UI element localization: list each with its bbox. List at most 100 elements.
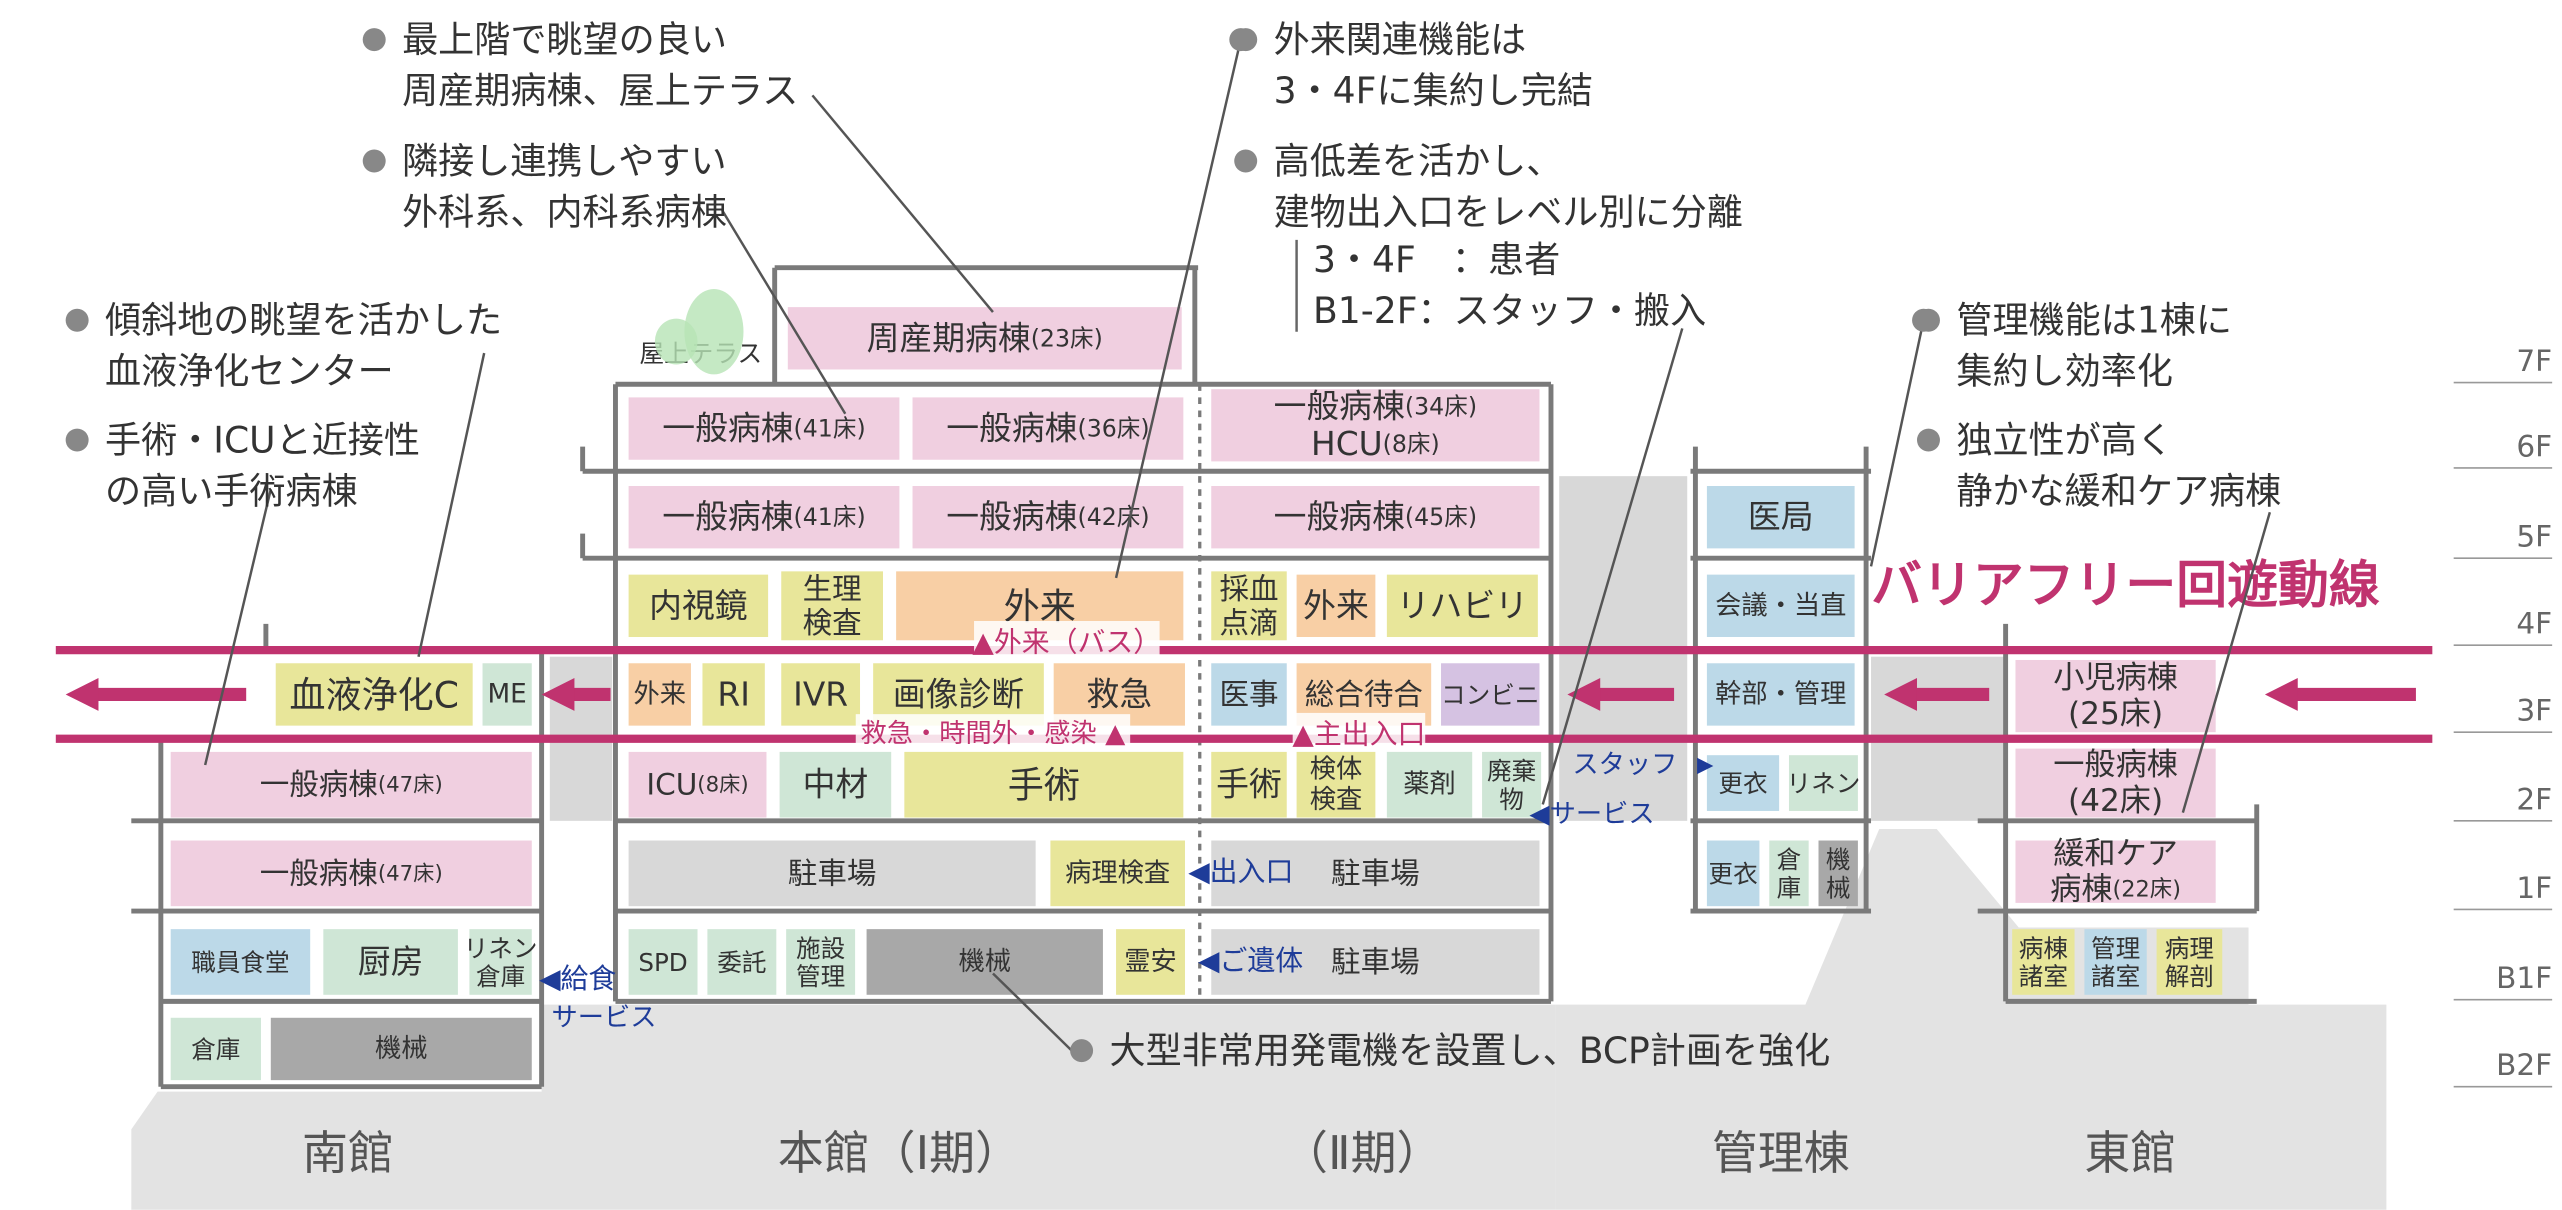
room-label: 病理 [2165,933,2214,962]
callout-line: の高い手術病棟 [105,469,358,512]
room-fill [2156,929,2223,995]
room-label: リネン [464,933,538,962]
room-me-room: ME [482,663,532,726]
room-label: 検査 [1310,785,1363,815]
room-ivr: IVR [781,663,861,726]
room-label: 更衣 [1718,769,1767,798]
room-label: 倉庫 [476,962,525,991]
room-fill [628,574,769,638]
room-label: 諸室 [2091,962,2140,991]
entrance-emergency-entrance: 救急・時間外・感染 ▲ [861,719,1127,749]
room-label: 生理 [803,572,862,606]
bullet-dot [1916,428,1940,452]
room-perinatal-ward: 周産期病棟(23床) [787,307,1182,370]
room-fill [2015,840,2216,903]
room-fill [904,751,1184,818]
entrance-exit-entrance: ◀出入口 [1188,855,1293,888]
callout-line: B1-2F：スタッフ・搬入 [1313,289,1706,332]
room-outpatient-4f-2: 外来 [1296,574,1376,638]
callout-line: 独立性が高く [1956,419,2173,462]
room-pathology: 病理検査 [1050,840,1185,907]
room-fill [781,571,883,641]
room-label: 緩和ケア [2053,836,2178,872]
room-label: 周産期病棟(23床) [867,319,1103,357]
room-endoscopy: 内視鏡 [628,574,769,638]
room-convenience-store: コンビニ [1441,663,1540,726]
room-label: 薬剤 [1403,770,1456,800]
room-fill [1482,751,1542,818]
room-label: 外来 [1303,587,1369,625]
building-name-4: 東館 [2084,1126,2176,1180]
room-label: 機 [1826,845,1851,874]
room-fill [1116,929,1185,995]
room-label: 医局 [1748,498,1814,536]
room-fill [707,929,777,995]
leader-line [721,209,847,415]
callout-line: 傾斜地の眺望を活かした [105,299,502,342]
room-label: コンビニ [1441,680,1539,709]
room-fill [1211,840,1540,907]
bullet-dot [1070,1039,1094,1063]
room-fill [1706,663,1855,726]
room-fill [628,397,900,460]
room-fill [270,1017,532,1081]
room-fill [1296,574,1376,638]
entrance-main-entrance: ▲主出入口 [1292,717,1425,750]
callout-levels-note: 高低差を活かし、建物出入口をレベル別に分離 [1234,140,1743,233]
entrance-bg [855,714,1131,749]
room-label: (25床) [2068,696,2163,732]
room-fill [170,840,532,907]
room-medical-office: 医局 [1706,486,1855,549]
room-label: 病棟 [2019,933,2069,962]
callout-line: 大型非常用発電機を設置し、BCP計画を強化 [1109,1029,1830,1072]
room-label: 庫 [1777,873,1802,902]
room-fill [1050,840,1185,907]
floor-label-3f: 3F [2516,694,2552,728]
floor-label-5f: 5F [2516,520,2552,554]
room-ri: RI [702,663,765,726]
callout-line: 周産期病棟、屋上テラス [402,69,798,112]
room-kitchen: 厨房 [323,929,458,995]
room-fill [482,663,532,726]
callout-line: 3・4F ：患者 [1313,238,1560,281]
room-label: 点滴 [1219,606,1278,640]
room-outsourcing: 委託 [707,929,777,995]
room-label: 会議・当直 [1715,591,1846,621]
room-pediatric-ward: 小児病棟(25床) [2015,659,2216,733]
building-name-0: 南館 [302,1126,394,1180]
room-label: 救急 [1087,675,1153,713]
room-label: SPD [638,947,687,976]
room-label: 検体 [1310,755,1363,785]
callout-levels-sub-2: B1-2F：スタッフ・搬入 [1313,289,1706,332]
room-machinery-b1: 機械 [866,929,1103,995]
entrance-arrows: ▲外来（バス）救急・時間外・感染 ▲▲主出入口スタッフ◀サービス◀出入口◀ご遺体… [539,621,1714,1033]
floor-label-b2f: B2F [2496,1048,2552,1082]
leader-line [203,489,273,766]
room-dialysis-center: 血液浄化C [275,663,473,726]
leader-line [1114,39,1242,579]
entrance-locker-arrow: ▶ [1697,753,1714,778]
building-name-3: 管理棟 [1712,1126,1850,1180]
room-fill [1441,663,1540,726]
room-waste: 廃棄物 [1482,751,1542,818]
room-label: 外来 [634,679,687,709]
bullet-dot [65,308,89,332]
callout-line: 外科系、内科系病棟 [402,190,727,233]
entrance-bg [974,621,1160,658]
room-fill [1211,929,1540,995]
room-label: 内視鏡 [649,587,747,625]
room-label: 一般病棟(47床) [260,856,443,890]
tree-shape [654,318,698,365]
leader-line [992,972,1073,1052]
entrance-bus-outpatient: ▲外来（バス） [972,625,1161,658]
room-fill [469,929,532,995]
room-medical-affairs: 医事 [1211,663,1287,726]
